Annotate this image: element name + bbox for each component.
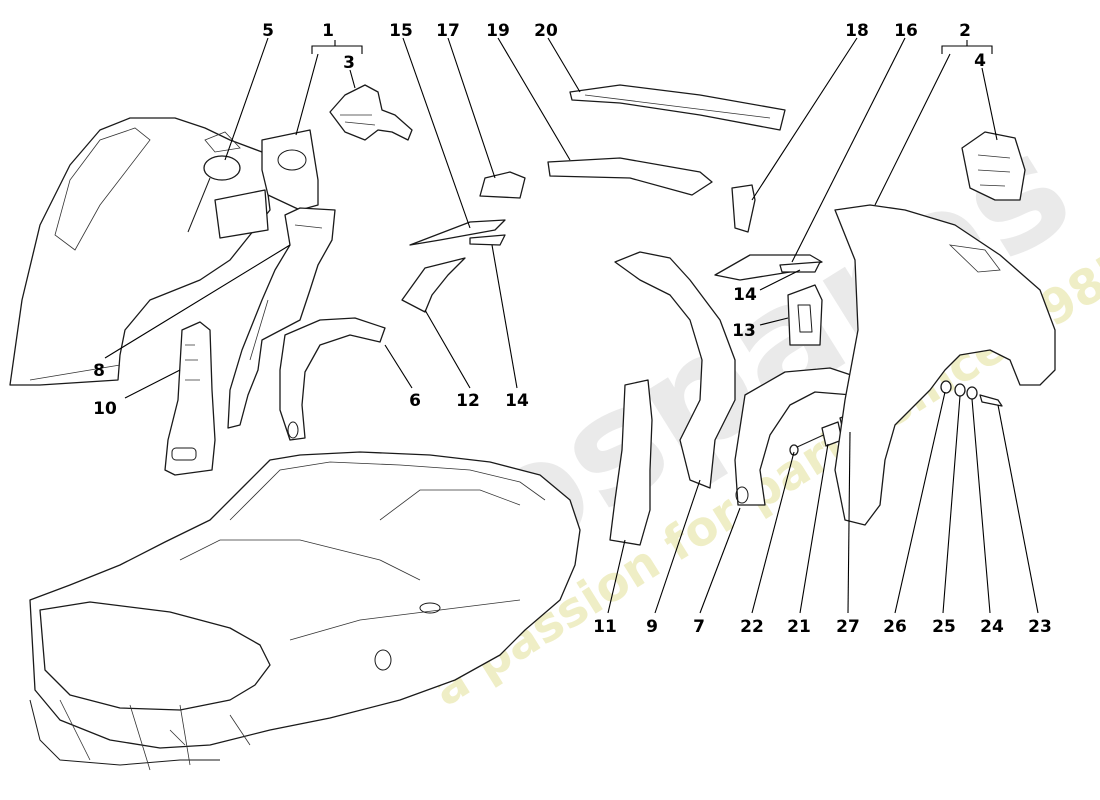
part-19-rail: [547, 157, 713, 196]
part-12-panel: [401, 257, 466, 313]
part-4-bracket: [961, 131, 1026, 201]
callout-10: 10: [93, 399, 117, 419]
callout-11: 11: [593, 617, 617, 637]
part-23-bolt: [979, 394, 1003, 407]
part-14-bracket-right: [779, 261, 821, 273]
callout-17: 17: [436, 21, 460, 41]
callout-27: 27: [836, 617, 860, 637]
callout-24: 24: [980, 617, 1004, 637]
callout-7: 7: [693, 617, 705, 637]
part-8-inner-pillar: [227, 207, 336, 429]
part-20-roof-rail: [569, 84, 786, 131]
callout-4: 4: [974, 51, 986, 71]
part-3-bracket: [329, 84, 413, 141]
fuel-filler-flap: [187, 155, 241, 233]
part-16-strip: [714, 254, 823, 281]
car-body-in-white: [29, 451, 581, 771]
part-10-b-pillar: [164, 321, 216, 476]
part-24-washer: [966, 386, 978, 400]
callout-26: 26: [883, 617, 907, 637]
part-17-bracket: [479, 171, 526, 199]
callout-6: 6: [409, 391, 421, 411]
right-rear-quarter-panel: [834, 204, 1056, 526]
part-18-bracket: [731, 184, 756, 233]
part-15-strip: [409, 219, 506, 246]
callout-18: 18: [845, 21, 869, 41]
part-7-wheelhouse: [734, 367, 861, 506]
callout-19: 19: [486, 21, 510, 41]
callout-23: 23: [1028, 617, 1052, 637]
callout-20: 20: [534, 21, 558, 41]
part-25-washer: [954, 383, 966, 397]
callout-25: 25: [932, 617, 956, 637]
part-14-bracket-left: [469, 234, 506, 246]
callout-8: 8: [93, 361, 105, 381]
part-9-inner-pillar: [614, 251, 736, 489]
part-11-pillar: [609, 379, 653, 546]
callout-21: 21: [787, 617, 811, 637]
callout-12: 12: [456, 391, 480, 411]
leader-lines: [104, 37, 1039, 614]
callout-1: 1: [322, 21, 334, 41]
callout-3: 3: [343, 53, 355, 73]
callout-14-right: 14: [733, 285, 757, 305]
callout-22: 22: [740, 617, 764, 637]
callout-2: 2: [959, 21, 971, 41]
part-13-bracket: [787, 284, 823, 346]
fuel-filler-housing: [214, 129, 319, 239]
callout-14-left: 14: [505, 391, 529, 411]
callout-15: 15: [389, 21, 413, 41]
callout-labels: 1 2 3 4 5 6 7 8 9 10 11 12 13 14 14 15 1…: [93, 21, 1052, 637]
part-6-wheelhouse: [279, 317, 386, 441]
callout-9: 9: [646, 617, 658, 637]
callout-16: 16: [894, 21, 918, 41]
part-26-washer: [940, 380, 952, 394]
callout-5: 5: [262, 21, 274, 41]
callout-13: 13: [732, 321, 756, 341]
